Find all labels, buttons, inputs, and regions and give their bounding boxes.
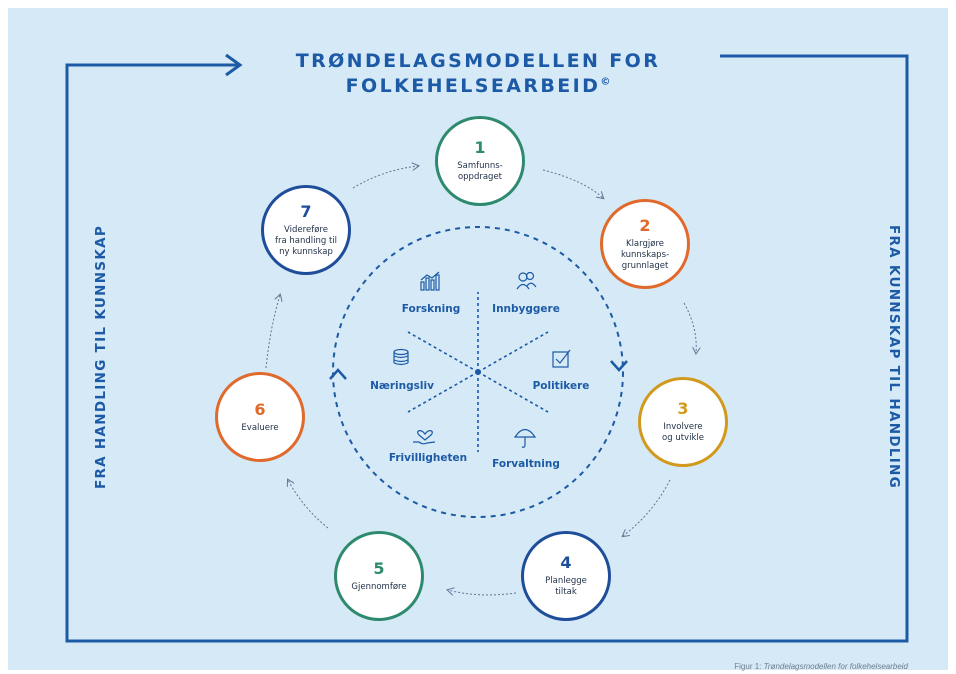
frame-arrow-head <box>225 53 243 77</box>
title-line2-text: FOLKEHELSEARBEID <box>345 75 601 97</box>
step-4: 4 Planlegge tiltak <box>521 531 611 621</box>
step-label: Gjennomføre <box>351 581 407 592</box>
stakeholder-innbyggere: Innbyggere <box>492 303 560 315</box>
chart-icon <box>420 271 440 291</box>
step-label: Evaluere <box>241 422 279 433</box>
figure-caption: Figur 1: Trøndelagsmodellen for folkehel… <box>734 662 908 671</box>
inner-arrow-right <box>610 360 628 372</box>
checkbox-icon <box>552 349 571 368</box>
stakeholder-naeringsliv: Næringsliv <box>370 380 434 392</box>
inner-arrow-left <box>329 368 347 380</box>
step-number: 3 <box>677 399 689 418</box>
hand-heart-icon <box>413 430 436 445</box>
diagram-title-line1: TRØNDELAGSMODELLEN FOR <box>295 50 661 72</box>
side-label-right: FRA KUNNSKAP TIL HANDLING <box>886 224 902 490</box>
center-spokes <box>407 292 549 452</box>
step-label: Videreføre fra handling til ny kunnskap <box>274 224 338 257</box>
step-number: 7 <box>300 201 312 221</box>
center-hub <box>475 369 481 375</box>
stakeholder-politikere: Politikere <box>532 380 590 392</box>
cycle-arrows <box>265 166 696 595</box>
step-number: 4 <box>560 553 572 572</box>
caption-prefix: Figur 1: <box>734 662 762 671</box>
copyright-mark: © <box>600 76 611 88</box>
step-label: Klargjøre kunnskaps- grunnlaget <box>620 238 670 271</box>
diagram-panel: TRØNDELAGSMODELLEN FOR FOLKEHELSEARBEID©… <box>8 8 948 671</box>
step-5: 5 Gjennomføre <box>334 531 424 621</box>
diagram-title-line2: FOLKEHELSEARBEID© <box>258 75 698 97</box>
step-7: 7 Videreføre fra handling til ny kunnska… <box>261 185 351 275</box>
side-label-left: FRA HANDLING TIL KUNNSKAP <box>93 224 109 490</box>
coins-icon <box>393 348 409 366</box>
step-number: 6 <box>254 399 266 419</box>
step-2: 2 Klargjøre kunnskaps- grunnlaget <box>600 199 690 289</box>
step-number: 2 <box>639 215 651 235</box>
step-number: 1 <box>474 138 486 157</box>
stakeholder-forvaltning: Forvaltning <box>492 458 560 470</box>
diagram-canvas <box>65 53 909 643</box>
people-icon <box>516 271 537 290</box>
step-label: Involvere og utvikle <box>662 422 704 443</box>
stakeholder-forskning: Forskning <box>401 303 461 315</box>
step-6: 6 Evaluere <box>215 372 305 462</box>
step-1: 1 Samfunns- oppdraget <box>435 116 525 206</box>
step-label: Planlegge tiltak <box>545 576 587 597</box>
step-number: 5 <box>373 558 385 578</box>
stakeholder-frivilligheten: Frivilligheten <box>388 452 468 464</box>
umbrella-icon <box>513 428 537 448</box>
step-3: 3 Involvere og utvikle <box>638 377 728 467</box>
caption-text: Trøndelagsmodellen for folkehelsearbeid <box>763 662 908 671</box>
step-label: Samfunns- oppdraget <box>457 161 503 182</box>
inner-dashed-circle <box>332 226 624 518</box>
